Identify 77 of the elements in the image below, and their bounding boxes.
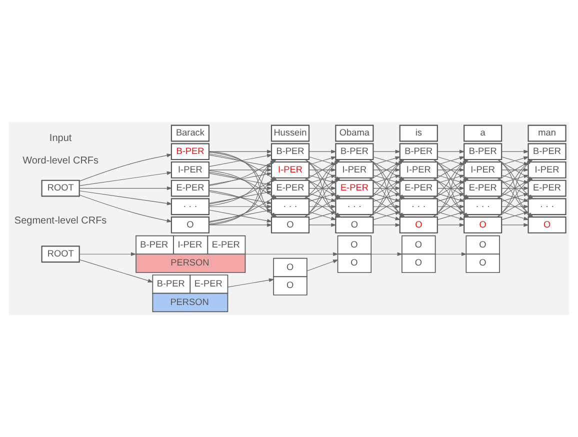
node-box: I-PER <box>335 161 374 178</box>
arrow <box>437 150 465 154</box>
arrow <box>501 204 530 208</box>
node-box: O <box>528 216 566 234</box>
node-box: B-PER <box>170 143 210 160</box>
node-box: Hussein <box>270 124 310 142</box>
arrow <box>373 168 401 172</box>
arrow <box>435 252 467 256</box>
arrow <box>79 171 172 186</box>
node-box: B-PER <box>464 143 502 160</box>
arrow <box>79 190 172 206</box>
node-box: · · · <box>335 198 374 216</box>
arrow <box>208 168 272 172</box>
node-box: E-PER <box>528 180 566 197</box>
node-box: E-PER <box>270 180 310 197</box>
arrow <box>501 223 530 227</box>
node-box: I-PER <box>170 161 210 178</box>
arrow <box>437 204 465 208</box>
arrow <box>371 252 403 256</box>
arrow <box>501 150 530 154</box>
arrow <box>373 150 401 154</box>
arrow <box>308 223 336 227</box>
arrow <box>79 154 172 182</box>
arrow <box>228 278 274 288</box>
arrow <box>79 259 154 282</box>
node-box: E-PER <box>464 180 502 197</box>
node-box: I-PER <box>528 161 566 178</box>
node-box: man <box>528 124 566 142</box>
node-box: B-PER <box>270 143 310 160</box>
node-box: B-PER <box>528 143 566 160</box>
node-box: O <box>464 216 502 234</box>
arrow <box>79 194 172 223</box>
arrow <box>306 260 338 272</box>
node-box: a <box>464 124 502 142</box>
node-box: · · · <box>270 198 310 216</box>
arrow <box>308 150 336 154</box>
arrow <box>208 223 272 227</box>
arrow <box>208 204 272 208</box>
node-box: · · · <box>399 198 438 216</box>
node-box: ROOT <box>41 180 80 197</box>
arrow <box>437 186 465 190</box>
node-box: I-PER <box>464 161 502 178</box>
node-box: · · · <box>528 198 566 216</box>
arrow <box>373 186 401 190</box>
arrow <box>373 223 401 227</box>
arrow <box>208 186 272 190</box>
arrow <box>437 168 465 172</box>
node-box: O <box>170 216 210 234</box>
label: Input <box>49 132 72 144</box>
arrow <box>308 204 336 208</box>
node-box: B-PER <box>335 143 374 160</box>
label: Word-level CRFs <box>22 155 99 166</box>
node-box: · · · <box>464 198 502 216</box>
arrow <box>79 186 172 190</box>
arrow <box>79 252 136 256</box>
node-box: O <box>270 216 310 234</box>
node-box: Obama <box>335 124 374 142</box>
label: Segment-level CRFs <box>14 215 107 226</box>
arrow <box>308 186 336 190</box>
node-box: O <box>335 216 374 234</box>
node-box: is <box>399 124 438 142</box>
arrow <box>373 204 401 208</box>
node-box: I-PER <box>270 161 310 178</box>
node-box: B-PER <box>399 143 438 160</box>
arrow <box>437 223 465 227</box>
node-box: E-PER <box>170 180 210 197</box>
arrow <box>308 168 336 172</box>
node-box: E-PER <box>399 180 438 197</box>
arrow <box>244 252 338 256</box>
node-box: E-PER <box>335 180 374 197</box>
arrow <box>501 186 530 190</box>
node-box: Barack <box>170 124 210 142</box>
node-box: O <box>399 216 438 234</box>
arrow <box>501 168 530 172</box>
node-box: ROOT <box>41 246 80 263</box>
node-box: · · · <box>170 198 210 216</box>
node-box: I-PER <box>399 161 438 178</box>
